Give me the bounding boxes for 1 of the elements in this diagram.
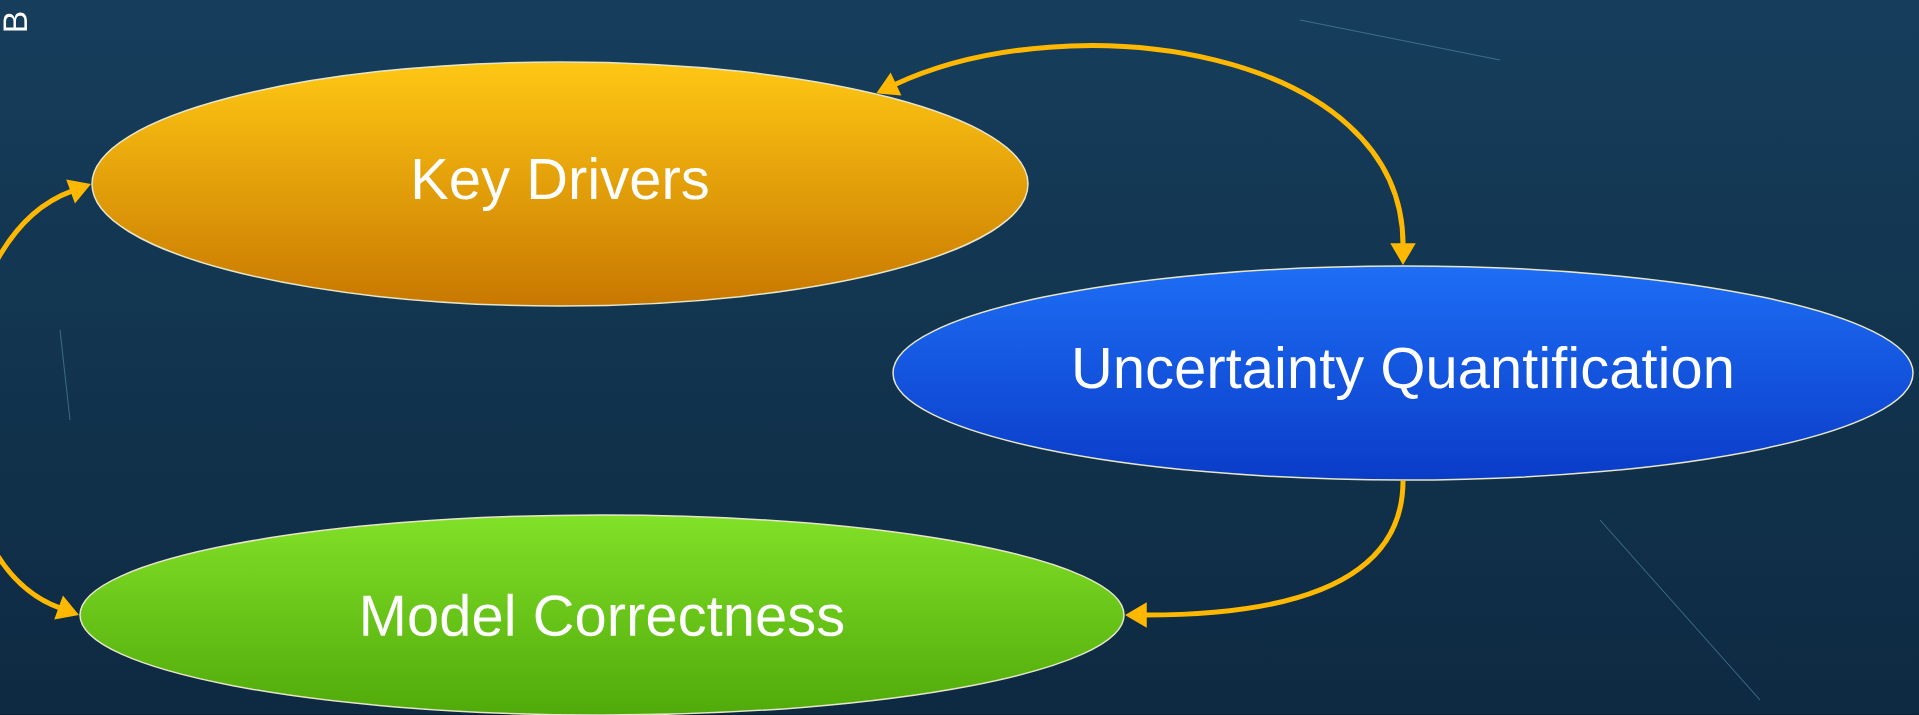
letter: B [3,12,27,31]
